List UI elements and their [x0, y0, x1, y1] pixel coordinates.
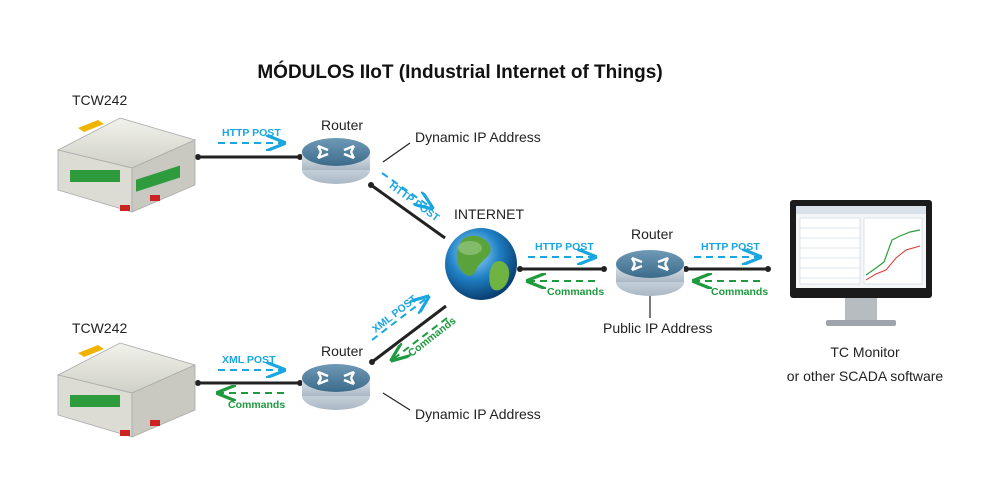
- router-label-bottom: Router: [321, 343, 364, 359]
- router-right: [616, 250, 684, 296]
- label-top-left-post: HTTP POST: [222, 127, 281, 139]
- device-tcw242-top: [56, 117, 197, 213]
- router-label-right: Router: [631, 226, 674, 242]
- device-label-bottom: TCW242: [72, 320, 128, 336]
- ip-label-public: Public IP Address: [603, 320, 713, 336]
- link-router2-internet: [371, 304, 447, 364]
- device-tcw242-bottom: [56, 342, 197, 438]
- router-label-top: Router: [321, 117, 364, 133]
- router-top: [302, 138, 370, 184]
- monitor-label-line1: TC Monitor: [830, 344, 900, 360]
- page-title: MÓDULOS IIoT (Industrial Internet of Thi…: [257, 62, 663, 83]
- label-right-right-cmd: Commands: [711, 286, 769, 298]
- internet-globe: [445, 228, 517, 300]
- ip-label-top: Dynamic IP Address: [415, 129, 541, 145]
- label-bottom-left-post: XML POST: [222, 354, 276, 366]
- internet-label: INTERNET: [454, 206, 524, 222]
- dashed-arrows: [218, 143, 760, 393]
- router-bottom: [302, 364, 370, 410]
- device-label-top: TCW242: [72, 92, 128, 108]
- label-right-left-cmd: Commands: [547, 286, 605, 298]
- connection-lines: [198, 155, 768, 385]
- monitor: [790, 200, 932, 326]
- label-right-left-post: HTTP POST: [535, 241, 594, 253]
- monitor-label-line2: or other SCADA software: [786, 368, 944, 384]
- link-router1-internet: [370, 183, 446, 240]
- label-bottom-left-cmd: Commands: [228, 399, 286, 411]
- ip-label-bottom: Dynamic IP Address: [415, 406, 541, 422]
- label-right-right-post: HTTP POST: [701, 241, 760, 253]
- link-endpoints: [195, 154, 771, 386]
- arrow-top-diag-post: [381, 172, 432, 208]
- ip-leader-lines: [382, 142, 651, 411]
